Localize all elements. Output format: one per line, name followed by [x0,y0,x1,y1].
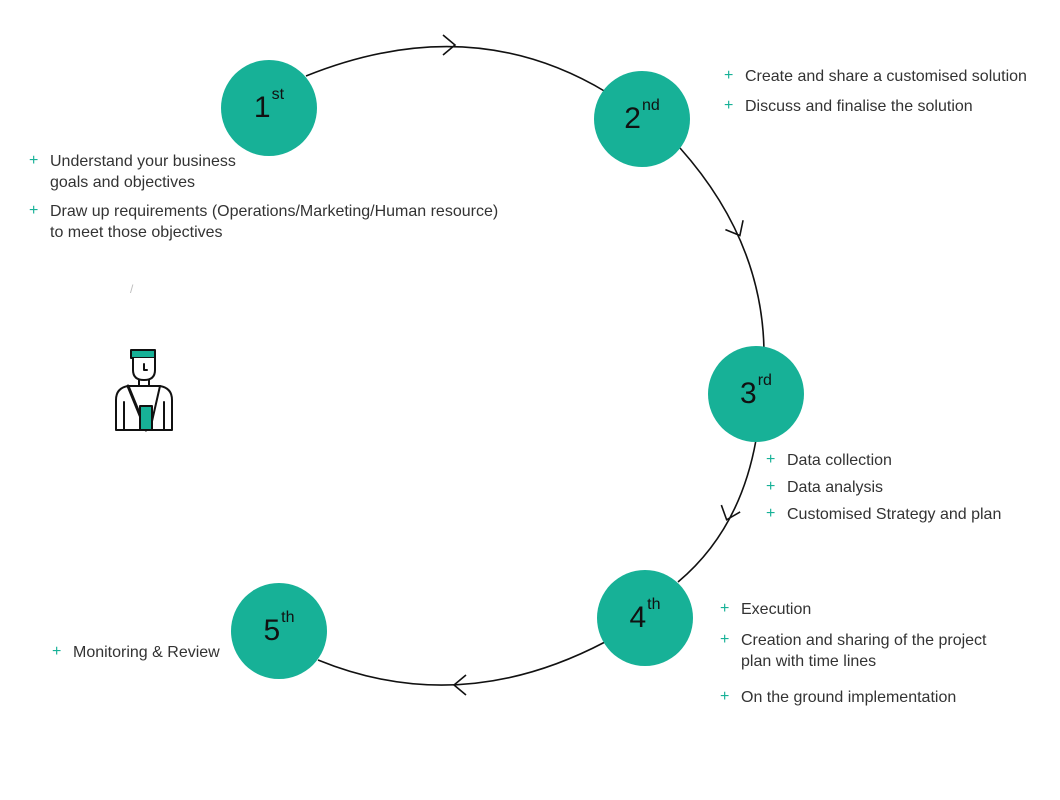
step-5-item-1-line-1: Monitoring & Review [73,644,220,661]
step-suffix-5: th [281,609,295,626]
step-5-list: Monitoring & Review [51,641,220,663]
step-3-item-2-line-1: Data analysis [787,479,884,496]
step-2-item-2: Discuss and finalise the solution [723,95,1027,117]
step-2-item-2-line-1: Discuss and finalise the solution [745,98,973,115]
step-number-1: 1 [253,91,271,124]
step-suffix-3: rd [757,372,772,389]
step-number-5: 5 [263,614,281,647]
step-1-item-2-line-2: to meet those objectives [50,224,223,241]
step-1-item-1-line-1: Understand your business [50,153,236,170]
step-2-item-1-line-1: Create and share a customised solution [745,68,1027,85]
connector-4-5 [317,641,606,686]
step-3-item-3-line-1: Customised Strategy and plan [787,506,1002,523]
step-1-item-2-line-1: Draw up requirements (Operations/Marketi… [50,203,499,220]
arrowhead-4 [452,674,467,696]
step-4-list: Execution Creation and sharing of the pr… [719,598,987,708]
stray-mark: / [130,282,134,296]
step-3-list: Data collection Data analysis Customised… [765,449,1002,525]
arrowhead-2 [725,220,744,237]
step-4-item-2: Creation and sharing of the project plan… [719,629,987,672]
step-1-list: Understand your business goals and objec… [28,150,499,243]
connector-3-4 [677,439,757,583]
step-4-item-3-line-1: On the ground implementation [741,689,957,706]
cycle-connectors [305,34,765,696]
arrowhead-1 [442,34,457,56]
step-1-item-1-line-2: goals and objectives [50,174,195,191]
step-number-2: 2 [624,102,641,135]
step-2-item-1: Create and share a customised solution [723,65,1027,87]
step-3-item-3: Customised Strategy and plan [765,503,1002,525]
step-3-item-2: Data analysis [765,476,1001,498]
step-2-list: Create and share a customised solution D… [723,65,1027,117]
connector-1-2 [305,45,607,93]
step-number-4: 4 [629,601,647,634]
step-number-3: 3 [740,377,757,410]
step-3-item-1-line-1: Data collection [787,452,892,469]
step-4-item-1: Execution [719,598,986,620]
person-icon [115,349,173,432]
step-suffix-1: st [271,86,285,103]
step-4-item-2-line-1: Creation and sharing of the project [741,632,987,649]
arrowhead-3 [720,504,741,521]
connector-2-3 [679,147,765,351]
step-5-item-1: Monitoring & Review [51,641,220,663]
step-1-item-2: Draw up requirements (Operations/Marketi… [28,200,499,243]
step-suffix-4: th [647,596,661,613]
step-3-item-1: Data collection [765,449,1001,471]
step-4-item-1-line-1: Execution [741,601,812,618]
step-4-item-2-line-2: plan with time lines [741,653,877,670]
step-1-item-1: Understand your business goals and objec… [28,150,498,193]
step-4-item-3: On the ground implementation [719,686,986,708]
step-suffix-2: nd [641,97,660,114]
